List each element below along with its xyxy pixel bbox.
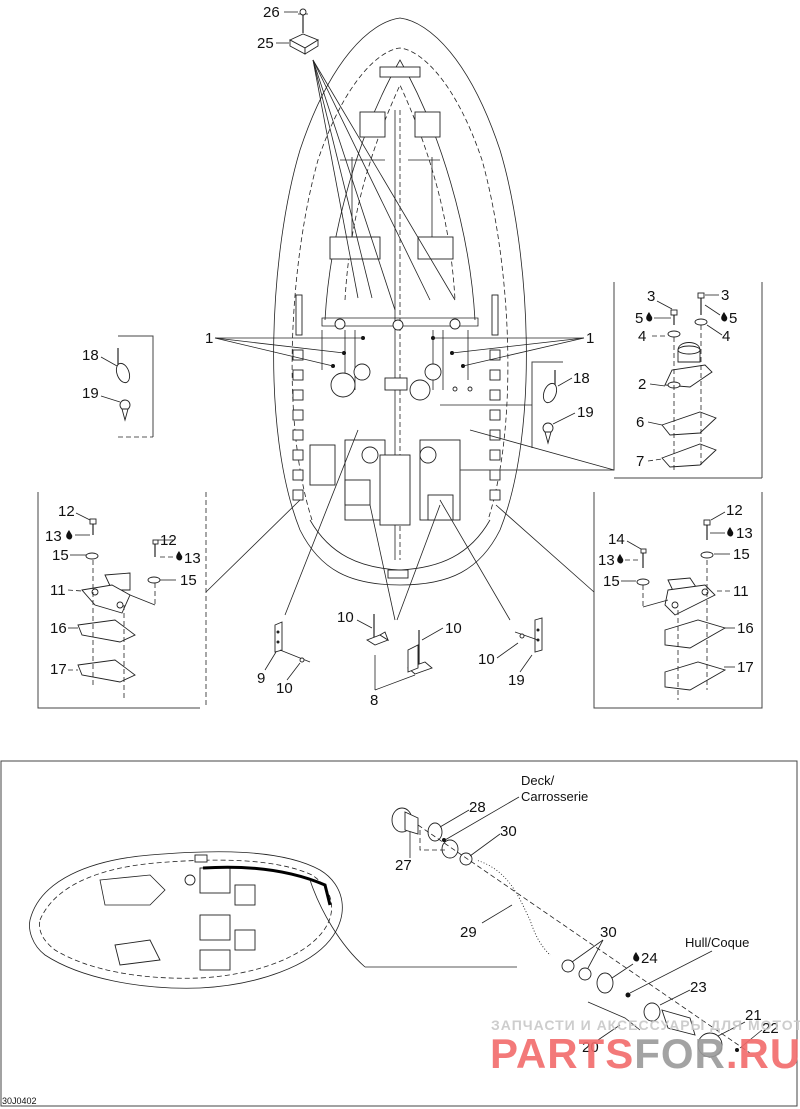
callout-4-left: 4 bbox=[638, 328, 646, 345]
callout-15-right-b: 15 bbox=[603, 573, 620, 590]
callout-30-a: 30 bbox=[500, 823, 517, 840]
part-25-26-bumper bbox=[288, 8, 456, 311]
callout-19-bottom: 19 bbox=[508, 672, 525, 689]
brackets-group bbox=[274, 429, 543, 691]
callout-8: 8 bbox=[370, 692, 378, 709]
drop-icon bbox=[176, 551, 183, 561]
callout-13-b: 13 bbox=[184, 550, 201, 567]
callout-9: 9 bbox=[257, 670, 265, 687]
callout-10-d: 10 bbox=[478, 651, 495, 668]
drop-icon bbox=[66, 530, 73, 540]
callout-25: 25 bbox=[257, 35, 274, 52]
callout-10-b: 10 bbox=[337, 609, 354, 626]
callout-3-right: 3 bbox=[721, 287, 729, 304]
hull-side-rail-left bbox=[292, 294, 304, 501]
callout-5-right: 5 bbox=[729, 310, 737, 327]
drop-icon bbox=[727, 527, 734, 537]
callout-19-left: 19 bbox=[82, 385, 99, 402]
callout-14: 14 bbox=[608, 531, 625, 548]
callout-12-b: 12 bbox=[160, 532, 177, 549]
hull-label: Hull/Coque bbox=[685, 935, 749, 950]
drop-icon bbox=[646, 312, 653, 322]
inset-rear-left-engine-mount bbox=[37, 492, 301, 709]
callout-10-c: 10 bbox=[445, 620, 462, 637]
watermark-line1: ЗАПЧАСТИ И АКСЕССУАРЫ ДЛЯ МОТОТЕХНИКИ bbox=[491, 1017, 800, 1033]
callout-15-a: 15 bbox=[52, 547, 69, 564]
drain-assembly bbox=[391, 807, 751, 1058]
callout-4-right: 4 bbox=[722, 328, 730, 345]
callout-11: 11 bbox=[50, 582, 66, 599]
callout-11-right: 11 bbox=[733, 583, 749, 600]
callout-17: 17 bbox=[50, 661, 67, 678]
callout-18-left: 18 bbox=[82, 347, 99, 364]
lower-panel-frame bbox=[0, 760, 798, 1107]
inset-rear-right-engine-mount bbox=[495, 492, 763, 709]
watermark-brand-part2: FOR bbox=[634, 1030, 726, 1077]
drop-icon bbox=[633, 952, 640, 962]
callout-6: 6 bbox=[636, 414, 644, 431]
drop-icon bbox=[721, 312, 728, 322]
callout-13-a: 13 bbox=[45, 528, 62, 545]
deck-label-line1: Deck/ bbox=[521, 773, 555, 788]
watermark-brand-part3: .RU bbox=[726, 1030, 800, 1077]
hull-top-view bbox=[273, 17, 527, 586]
callout-7: 7 bbox=[636, 453, 644, 470]
inset-front-engine-mount bbox=[460, 282, 763, 479]
figure-code: 30J0402 bbox=[2, 1096, 37, 1106]
drop-icon bbox=[617, 554, 624, 564]
callout-18-right: 18 bbox=[573, 370, 590, 387]
callout-20: 20 bbox=[582, 1039, 599, 1056]
callout-24: 24 bbox=[641, 950, 658, 967]
callout-15-b: 15 bbox=[180, 572, 197, 589]
callout-1-left: 1 bbox=[205, 330, 213, 347]
watermark-brand-part1: PARTS bbox=[490, 1030, 634, 1077]
watermark: ЗАПЧАСТИ И АКСЕССУАРЫ ДЛЯ МОТОТЕХНИКИ PA… bbox=[490, 1017, 800, 1077]
callout-12-right: 12 bbox=[726, 502, 743, 519]
callout-26: 26 bbox=[263, 4, 280, 21]
callout-27: 27 bbox=[395, 857, 412, 874]
inset-left-18-19 bbox=[115, 335, 154, 438]
deck-label-line2: Carrosserie bbox=[521, 789, 588, 804]
callout-2: 2 bbox=[638, 376, 646, 393]
callout-1-right: 1 bbox=[586, 330, 594, 347]
callout-3-left: 3 bbox=[647, 288, 655, 305]
deck-top-view bbox=[29, 851, 517, 989]
callout-16: 16 bbox=[50, 620, 67, 637]
hull-side-rail-right bbox=[489, 294, 501, 501]
callout-16-right: 16 bbox=[737, 620, 754, 637]
callout-17-right: 17 bbox=[737, 659, 754, 676]
callout-13-right-b: 13 bbox=[598, 552, 615, 569]
callout-30-b: 30 bbox=[600, 924, 617, 941]
callout-28: 28 bbox=[469, 799, 486, 816]
callout-13-right-a: 13 bbox=[736, 525, 753, 542]
callout-21: 21 bbox=[745, 1007, 762, 1024]
inset-right-18-19 bbox=[440, 361, 563, 448]
callout-22: 22 bbox=[762, 1020, 779, 1037]
callout-12-a: 12 bbox=[58, 503, 75, 520]
callout-19-right: 19 bbox=[577, 404, 594, 421]
watermark-brand: PARTSFOR.RU bbox=[490, 1030, 800, 1077]
callout-23: 23 bbox=[690, 979, 707, 996]
callout-5-left: 5 bbox=[635, 310, 643, 327]
callout-15-right-a: 15 bbox=[733, 546, 750, 563]
callout-29: 29 bbox=[460, 924, 477, 941]
callout-10-a: 10 bbox=[276, 680, 293, 697]
